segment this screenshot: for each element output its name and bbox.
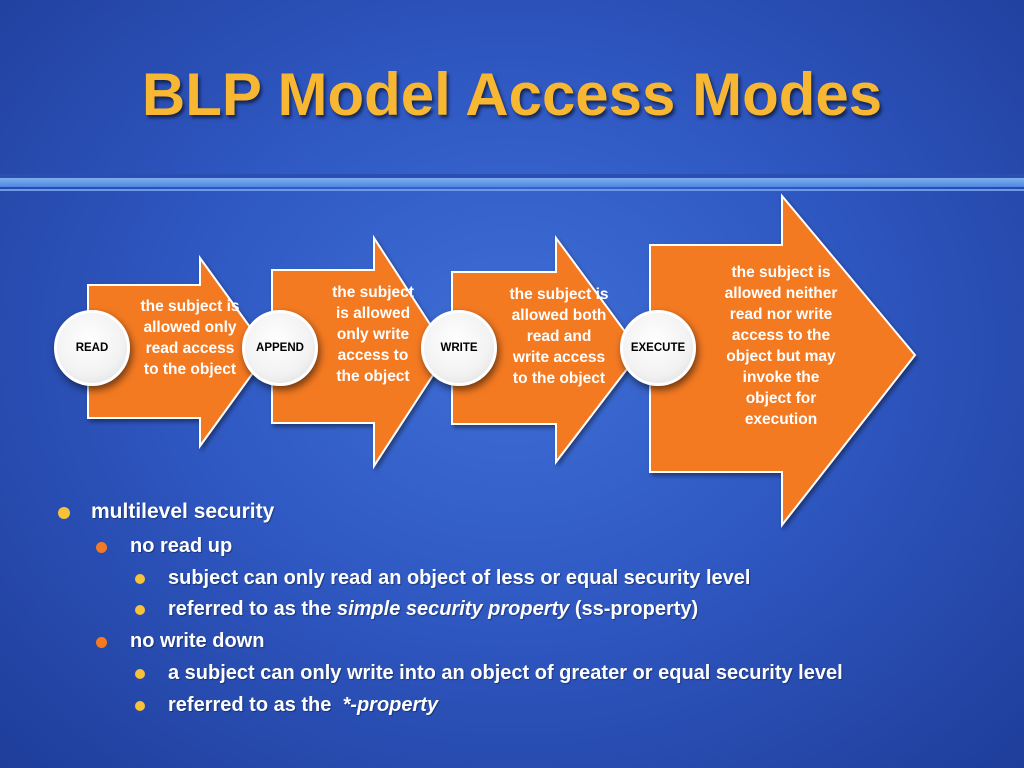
append-mode-circle: APPEND: [242, 310, 318, 386]
write-description: the subject is allowed both read and wri…: [509, 286, 609, 387]
bullet-dot: [96, 637, 107, 648]
append-arrow: [271, 234, 450, 470]
bullet-dot: [96, 542, 107, 553]
bullet-nru-2: referred to as the simple security prope…: [168, 598, 698, 621]
bullet-dot: [135, 669, 145, 679]
title-divider-shadow: [0, 174, 1024, 178]
nru-2-italic: simple security property: [336, 598, 570, 620]
write-arrow: [451, 234, 642, 465]
read-description: the subject is allowed only read access …: [140, 298, 240, 378]
bullet-nru-1: subject can only read an object of less …: [168, 567, 751, 589]
execute-mode-circle: EXECUTE: [620, 310, 696, 386]
read-mode-circle: READ: [54, 310, 130, 386]
nwd-2-italic: *-property: [342, 694, 439, 716]
bullet-multilevel-security: multilevel security: [91, 500, 275, 523]
title-divider-line: [0, 189, 1024, 191]
write-mode-circle: WRITE: [421, 310, 497, 386]
title-divider: [0, 178, 1024, 187]
bullet-nwd-2: referred to as the *-property: [168, 694, 438, 717]
bullet-no-write-down: no write down: [130, 630, 265, 652]
bullet-dot: [135, 605, 145, 615]
bullet-dot: [135, 574, 145, 584]
slide-title: BLP Model Access Modes: [141, 61, 883, 128]
bullet-no-read-up: no read up: [130, 535, 233, 557]
read-arrow: [87, 254, 270, 450]
execute-arrow: [649, 193, 917, 528]
nru-2-suffix: (ss-property): [569, 598, 699, 620]
nwd-2-prefix: referred to as the: [168, 694, 343, 716]
bullet-dot: [135, 701, 145, 711]
append-description: the subject is allowed only write access…: [332, 284, 414, 385]
execute-description: the subject is allowed neither read nor …: [724, 264, 838, 428]
bullet-nwd-1: a subject can only write into an object …: [168, 662, 843, 684]
bullet-dot: [58, 507, 70, 519]
nru-2-prefix: referred to as the: [168, 598, 337, 620]
